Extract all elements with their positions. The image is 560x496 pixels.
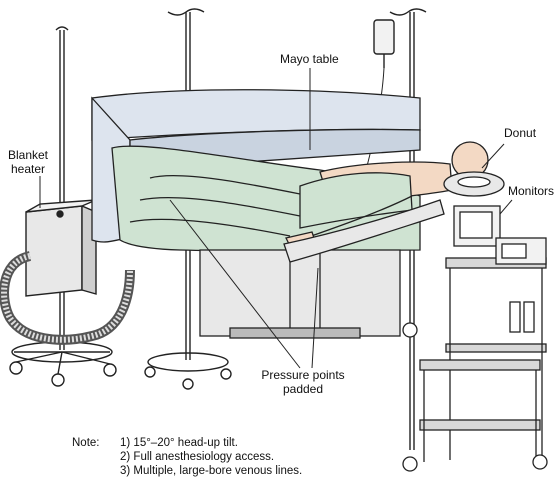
operating-table-base [199, 249, 401, 339]
note-item-2: 2) Full anesthesiology access. [120, 451, 275, 463]
label-monitors: Monitors [508, 184, 555, 198]
label-donut: Donut [504, 126, 537, 140]
label-pressure-line2: padded [282, 382, 324, 396]
blanket-heater [0, 199, 135, 345]
note-item-3: 3) Multiple, large-bore venous lines. [120, 465, 303, 477]
label-mayo-table: Mayo table [280, 52, 339, 66]
note-block: Note: 1) 15°–20° head-up tilt. 2) Full an… [72, 436, 302, 478]
patient [285, 141, 489, 251]
label-blanket-heater-line2: heater [10, 162, 46, 176]
leader-lines [39, 68, 513, 369]
note-item-1: 1) 15°–20° head-up tilt. [120, 437, 238, 449]
label-blanket-heater: Blanket heater [4, 148, 52, 176]
note-heading: Note: [72, 437, 100, 449]
label-pressure-line1: Pressure points [261, 368, 345, 382]
monitor-cart [402, 205, 548, 472]
arm-board [283, 199, 445, 263]
label-pressure-points: Pressure points padded [248, 368, 358, 396]
donut [443, 171, 505, 197]
iv-pole-left [9, 26, 117, 387]
label-blanket-heater-line1: Blanket [7, 148, 49, 162]
